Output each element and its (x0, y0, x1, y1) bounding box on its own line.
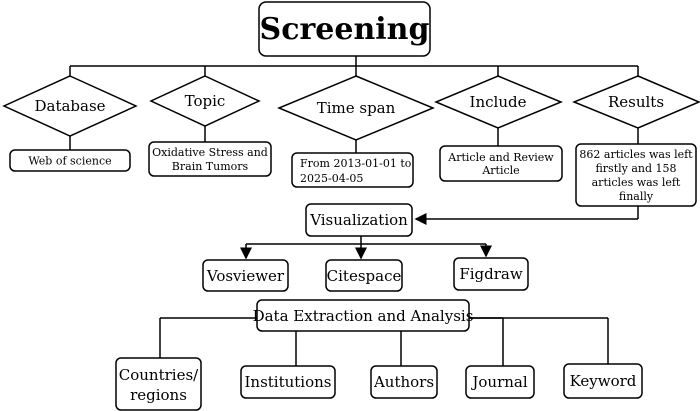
analysis-item-keyword: Keyword (563, 363, 643, 399)
criterion-label: Time span (317, 99, 396, 117)
connectors-top (69, 56, 639, 366)
criterion-database: Database (2, 75, 138, 137)
tool-label: Figdraw (459, 265, 523, 283)
criterion-label: Topic (185, 92, 226, 110)
value-line: Article (481, 164, 519, 177)
tool-label: Vosviewer (206, 267, 285, 285)
criterion-label: Results (608, 93, 664, 111)
item-line: Institutions (244, 373, 331, 391)
value-box-time-span: From 2013-01-01 to 2025-04-05 (291, 152, 414, 188)
tool-label: Citespace (327, 267, 402, 285)
item-line: Keyword (570, 372, 637, 390)
tool-vosviewer: Vosviewer (202, 259, 289, 292)
value-line: Brain Tumors (172, 160, 249, 173)
analysis-item-journal: Journal (465, 365, 535, 399)
criterion-time-span: Time span (277, 75, 435, 141)
value-box-database: Web of science (9, 149, 131, 172)
criterion-include: Include (434, 75, 563, 129)
value-line: 862 articles was left (579, 148, 693, 161)
value-box-topic: Oxidative Stress and Brain Tumors (148, 141, 272, 177)
value-line: finally (619, 190, 654, 203)
value-line: firstly and 158 (595, 162, 676, 175)
analysis-item-countries: Countries/ regions (115, 357, 202, 411)
analysis-item-authors: Authors (370, 365, 438, 399)
item-line: regions (130, 386, 187, 404)
criterion-results: Results (572, 75, 700, 129)
tool-citespace: Citespace (325, 259, 403, 292)
visualization-label: Visualization (309, 211, 408, 229)
analysis-item-institutions: Institutions (240, 365, 336, 399)
value-line: articles was left (592, 176, 681, 189)
value-line: Article and Review (447, 151, 554, 164)
value-line: Oxidative Stress and (152, 146, 268, 159)
visualization-box: Visualization (305, 203, 413, 237)
item-line: Countries/ (119, 366, 199, 384)
criterion-label: Include (470, 93, 527, 111)
value-line: 2025-04-05 (300, 172, 363, 185)
item-line: Journal (470, 373, 527, 391)
title-box: Screening (258, 1, 431, 57)
criterion-label: Database (34, 97, 105, 115)
item-line: Authors (373, 373, 434, 391)
value-box-results: 862 articles was left firstly and 158 ar… (575, 143, 697, 207)
tool-figdraw: Figdraw (453, 257, 529, 291)
value-line: Web of science (28, 155, 111, 168)
value-line: From 2013-01-01 to (300, 157, 412, 170)
analysis-box: Data Extraction and Analysis (253, 299, 474, 332)
analysis-label: Data Extraction and Analysis (253, 307, 474, 325)
value-box-include: Article and Review Article (439, 145, 563, 182)
criterion-topic: Topic (149, 75, 261, 127)
title-text: Screening (260, 12, 430, 47)
